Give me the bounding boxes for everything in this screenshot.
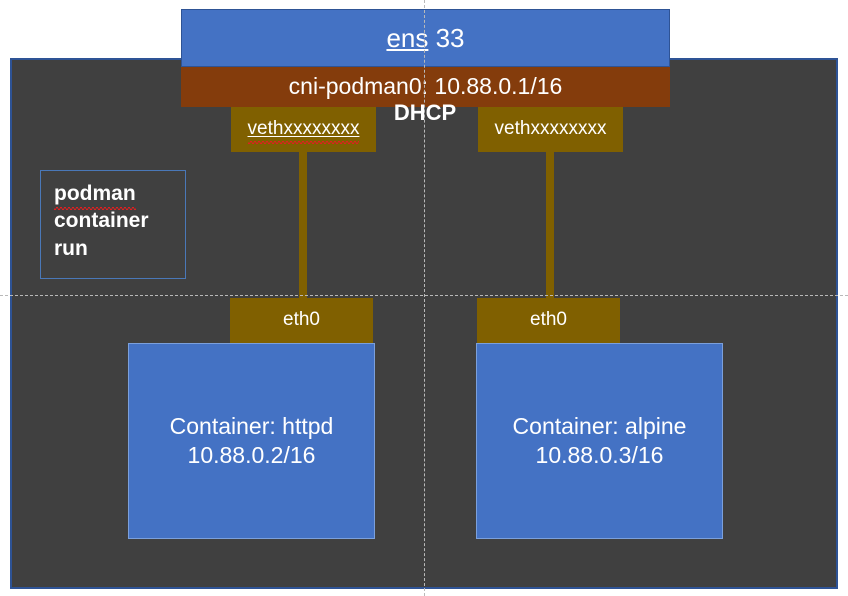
podman-command-annotation: podman container run <box>40 170 186 279</box>
veth-label-right: vethxxxxxxxx <box>494 118 607 140</box>
eth0-label-right: eth0 <box>530 309 567 331</box>
container-ip-alpine: 10.88.0.3/16 <box>535 442 664 468</box>
container-box-httpd: Container: httpd 10.88.0.2/16 <box>128 343 375 539</box>
eth0-box-right: eth0 <box>477 298 620 343</box>
veth-to-eth0-cable-right <box>546 150 554 302</box>
horizontal-guide-line <box>0 295 848 296</box>
cni-podman0-bridge-box: cni-podman0: 10.88.0.1/16 <box>181 67 670 107</box>
command-line-2: container <box>54 209 149 233</box>
eth0-box-left: eth0 <box>230 298 373 343</box>
container-ip-httpd: 10.88.0.2/16 <box>187 442 316 468</box>
container-name-alpine: Container: alpine <box>512 412 687 439</box>
eth0-label-left: eth0 <box>283 309 320 331</box>
veth-label-left: vethxxxxxxxx <box>247 118 360 145</box>
veth-box-right: vethxxxxxxxx <box>478 107 623 152</box>
container-name-httpd: Container: httpd <box>169 412 334 439</box>
veth-box-left: vethxxxxxxxx <box>231 107 376 152</box>
dhcp-text: DHCP <box>393 100 457 125</box>
bridge-label: cni-podman0: 10.88.0.1/16 <box>288 73 563 100</box>
nic-name-suffix: 33 <box>428 22 465 53</box>
container-box-alpine: Container: alpine 10.88.0.3/16 <box>476 343 723 539</box>
nic-name-prefix: ens <box>386 22 429 53</box>
command-line-3: run <box>54 236 88 260</box>
vertical-guide-line <box>424 0 425 596</box>
command-line-1: podman <box>54 180 136 211</box>
nic-ens33-box: ens 33 <box>181 9 670 67</box>
veth-to-eth0-cable-left <box>299 150 307 302</box>
dhcp-label: DHCP <box>378 99 472 127</box>
